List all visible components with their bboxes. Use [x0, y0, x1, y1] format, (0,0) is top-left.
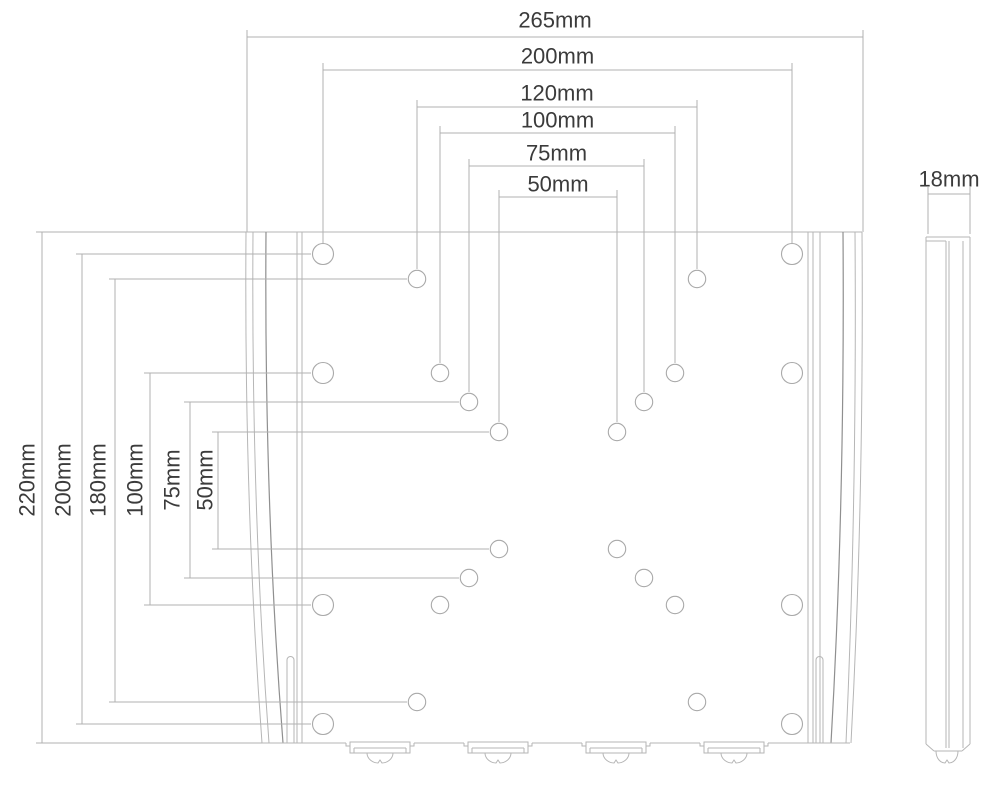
dimension-label: 220mm	[15, 443, 40, 516]
mounting-hole-small	[665, 363, 685, 383]
left-flange-bend-line	[252, 231, 270, 744]
tab-step-left	[699, 743, 704, 747]
mounting-hole-large	[311, 593, 335, 617]
dimension-label: 200mm	[521, 44, 594, 69]
right-flange-bend-line	[845, 231, 856, 744]
left-dimension-50mm: 50mm	[193, 431, 489, 550]
mounting-hole-small	[430, 595, 450, 615]
bottom-tab	[345, 741, 415, 764]
tab-body	[467, 741, 529, 754]
top-dimension-265mm: 265mm	[246, 8, 864, 232]
mounting-hole-small	[607, 539, 627, 559]
screw-head	[720, 752, 748, 764]
mounting-hole-large	[780, 593, 804, 617]
left-flange-bend-line	[245, 231, 263, 744]
side-bottom-cut	[961, 743, 971, 752]
dimension-label: 180mm	[86, 443, 111, 516]
right-flange-bend-line	[830, 231, 844, 744]
front-view	[245, 231, 863, 764]
mounting-hole-small	[430, 363, 450, 383]
right-flange-bend-line	[850, 231, 863, 744]
mounting-holes	[311, 242, 804, 736]
dimension-label: 50mm	[193, 449, 218, 510]
mounting-hole-small	[459, 568, 479, 588]
mounting-hole-small	[407, 692, 427, 712]
mounting-hole-large	[780, 361, 804, 385]
dimension-label: 18mm	[918, 167, 979, 192]
dimension-label: 50mm	[527, 172, 588, 197]
mounting-hole-large	[780, 242, 804, 266]
bottom-tab	[699, 741, 769, 764]
mounting-hole-small	[665, 595, 685, 615]
dimension-label: 75mm	[526, 141, 587, 166]
tab-body	[703, 741, 765, 754]
top-dimension-75mm: 75mm	[468, 141, 645, 392]
tab-step-right	[646, 743, 651, 747]
left-dimension-75mm: 75mm	[160, 401, 459, 579]
mounting-hole-large	[780, 712, 804, 736]
stiffening-rib	[286, 656, 295, 743]
left-dimension-100mm: 100mm	[123, 372, 311, 606]
mounting-hole-small	[634, 568, 654, 588]
tab-step-left	[463, 743, 468, 747]
tab-body	[585, 741, 647, 754]
mounting-hole-small	[687, 269, 707, 289]
top-dimension-200mm: 200mm	[322, 44, 793, 243]
screw-head	[935, 750, 959, 764]
tab-step-right	[410, 743, 415, 747]
side-dimension-18mm: 18mm	[918, 167, 980, 234]
top-dimension-120mm: 120mm	[416, 81, 698, 269]
tab-step-right	[764, 743, 769, 747]
tab-step-left	[345, 743, 350, 747]
mounting-hole-small	[489, 422, 509, 442]
top-dimension-50mm: 50mm	[498, 172, 618, 422]
mounting-hole-small	[634, 392, 654, 412]
screw-head	[602, 752, 630, 764]
dimension-label: 75mm	[160, 449, 185, 510]
mounting-hole-large	[311, 242, 335, 266]
mounting-hole-small	[489, 539, 509, 559]
bottom-tab	[581, 741, 651, 764]
tab-body	[349, 741, 411, 754]
dimension-label: 120mm	[520, 81, 593, 106]
left-dimension-200mm: 200mm	[51, 253, 311, 725]
mounting-hole-small	[687, 692, 707, 712]
left-flange-bend-line	[265, 231, 284, 744]
dimension-label: 100mm	[123, 443, 148, 516]
left-dimension-180mm: 180mm	[86, 278, 407, 703]
mounting-hole-small	[607, 422, 627, 442]
mounting-hole-large	[311, 712, 335, 736]
tab-step-right	[528, 743, 533, 747]
tab-step-left	[581, 743, 586, 747]
side-bottom-cut	[925, 743, 935, 752]
left-dimension-220mm: 220mm	[15, 231, 262, 744]
mounting-hole-small	[459, 392, 479, 412]
dimension-label: 200mm	[51, 443, 76, 516]
dimension-label: 265mm	[518, 8, 591, 33]
screw-head	[366, 752, 394, 764]
mounting-hole-large	[311, 361, 335, 385]
mounting-hole-small	[407, 269, 427, 289]
stiffening-rib	[815, 656, 824, 743]
side-view	[925, 236, 971, 764]
screw-head	[484, 752, 512, 764]
dimension-label: 100mm	[521, 108, 594, 133]
top-dimension-100mm: 100mm	[439, 108, 676, 363]
bottom-tab	[463, 741, 533, 764]
